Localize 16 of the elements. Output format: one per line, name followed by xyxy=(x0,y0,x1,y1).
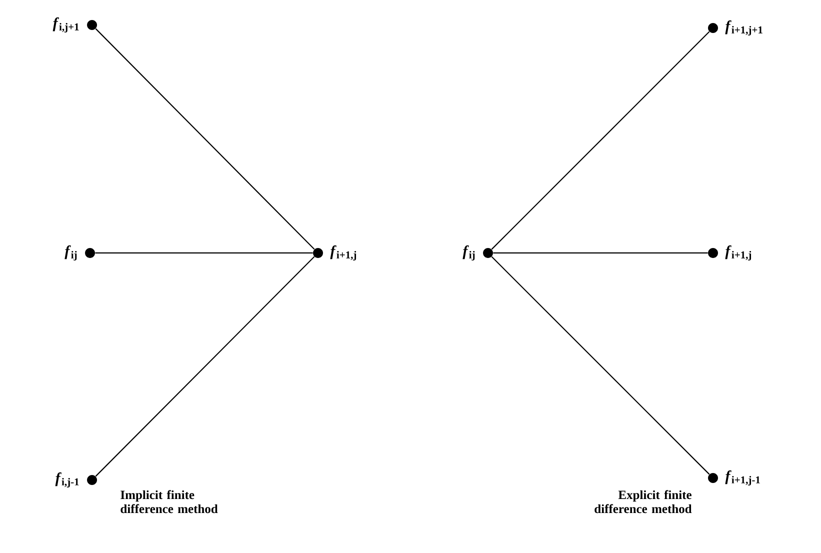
node-label: f$_{i+1,j}$ xyxy=(330,245,356,261)
node-label: f$_{ij}$ xyxy=(462,245,475,261)
node-label: f$_{ij}$ xyxy=(64,245,77,261)
line xyxy=(491,256,710,475)
node-label: f$_{i+1,j+1}$ xyxy=(725,20,762,36)
node-label: f$_{i,j-1}$ xyxy=(55,472,79,488)
line xyxy=(491,31,710,250)
caption: Explicit finite difference method xyxy=(594,490,692,514)
node-label: f$_{i+1,j}$ xyxy=(725,245,752,261)
line xyxy=(95,28,315,250)
node-label: f$_{i+1,j-1}$ xyxy=(725,470,760,486)
caption: Implicit finite difference method xyxy=(120,490,218,514)
line xyxy=(95,256,315,477)
node-label: f$_{i,j+1}$ xyxy=(52,17,79,33)
line xyxy=(95,252,313,254)
line xyxy=(493,252,708,254)
